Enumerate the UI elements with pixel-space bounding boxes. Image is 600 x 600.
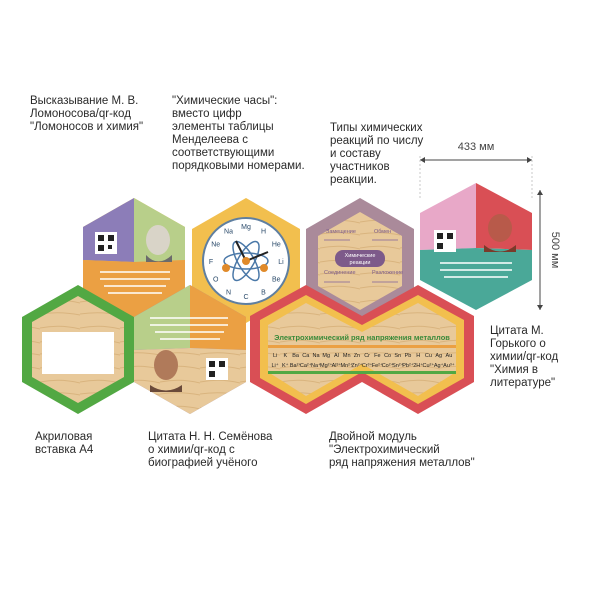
dimension-markers: 433 мм 500 мм bbox=[419, 141, 561, 310]
metal-symbol: Na⁺ bbox=[311, 362, 321, 369]
caption-gorky: Цитата М. Горького о химии/qr-код "Химия… bbox=[490, 325, 559, 389]
clock-element-label: B bbox=[261, 289, 266, 296]
caption-types: Типы химических реакций по числу и соста… bbox=[330, 122, 424, 186]
reaction-label-2: Обмен bbox=[374, 229, 391, 235]
metal-symbol: Ca bbox=[302, 353, 310, 359]
caption-lomonosov: Высказывание М. В. Ломоносова/qr-код "Ло… bbox=[30, 95, 144, 133]
clock-element-label: C bbox=[243, 294, 248, 301]
metal-symbol: Co bbox=[384, 353, 391, 359]
hex-gorky bbox=[420, 183, 532, 310]
reaction-label-3: Соединение bbox=[324, 270, 356, 276]
caption-clock: "Химические часы": вместо цифр элементы … bbox=[172, 95, 305, 172]
metal-symbol: Mn²⁺ bbox=[341, 362, 353, 369]
metal-symbol: Mg²⁺ bbox=[320, 362, 332, 369]
hex-semenov bbox=[134, 285, 246, 414]
metal-symbol: Cu bbox=[425, 353, 432, 359]
reaction-label-1: Замещение bbox=[326, 229, 356, 235]
metals-title: Электрохимический ряд напряжения металло… bbox=[274, 333, 450, 342]
clock-element-label: He bbox=[272, 242, 281, 249]
metal-symbol: Zn²⁺ bbox=[351, 362, 362, 369]
metal-symbol: K⁺ bbox=[282, 362, 289, 369]
clock-element-label: Li bbox=[278, 259, 284, 266]
clock-element-label: H bbox=[261, 229, 266, 236]
metal-symbol: Pb bbox=[405, 353, 412, 359]
metal-symbol: Mn bbox=[343, 353, 351, 359]
metal-symbol: Ag⁺ bbox=[434, 362, 444, 369]
hex-acrylic bbox=[22, 285, 134, 414]
metal-symbol: Mg bbox=[322, 353, 330, 359]
hex-reactions: Замещение Обмен Соединение Разложение Хи… bbox=[306, 198, 414, 323]
metal-symbol: Au³⁺ bbox=[443, 362, 455, 369]
metal-symbol: Ag bbox=[435, 353, 442, 359]
acrylic-insert bbox=[42, 332, 114, 374]
portrait-gorky bbox=[488, 214, 512, 242]
clock-element-label: Mg bbox=[241, 224, 251, 231]
caption-acrylic: Акриловая вставка А4 bbox=[35, 431, 94, 456]
metal-symbol: Al bbox=[334, 353, 339, 359]
metal-symbol: 2H⁺ bbox=[413, 362, 423, 369]
svg-text:реакции: реакции bbox=[350, 260, 371, 266]
metal-symbol: Ba bbox=[292, 353, 300, 359]
metal-symbol: Cr bbox=[364, 353, 370, 359]
clock-element-label: N bbox=[226, 289, 231, 296]
width-label: 433 мм bbox=[458, 141, 495, 153]
metal-symbol: Cr³⁺ bbox=[362, 362, 373, 369]
portrait-lomonosov bbox=[146, 225, 170, 255]
height-label: 500 мм bbox=[549, 232, 561, 269]
metal-symbol: Au bbox=[446, 353, 453, 359]
clock-element-label: Na bbox=[224, 229, 233, 236]
metal-symbol: Al³⁺ bbox=[332, 362, 342, 369]
metal-symbol: Ca²⁺ bbox=[300, 362, 312, 369]
metal-symbol: Na bbox=[312, 353, 320, 359]
metal-symbol: Li bbox=[273, 353, 277, 359]
metal-symbol: H bbox=[416, 353, 420, 359]
reaction-label-4: Разложение bbox=[372, 270, 403, 276]
metal-symbol: Co²⁺ bbox=[382, 362, 394, 369]
clock-element-label: Ne bbox=[211, 242, 220, 249]
metal-symbol: Fe²⁺ bbox=[372, 362, 383, 369]
portrait-semenov bbox=[154, 350, 178, 380]
clock-element-label: F bbox=[209, 259, 213, 266]
metal-symbol: Pb²⁺ bbox=[402, 362, 414, 369]
reaction-center-title: Химические bbox=[345, 253, 376, 259]
metal-symbol: Sn²⁺ bbox=[392, 362, 404, 369]
metal-symbol: Sn bbox=[394, 353, 401, 359]
clock-element-label: O bbox=[213, 277, 219, 284]
atom-orbit-icon bbox=[223, 252, 269, 270]
metal-symbol: Fe bbox=[374, 353, 380, 359]
double-module-metals: Электрохимический ряд напряжения металло… bbox=[250, 285, 474, 414]
metal-symbol: Li⁺ bbox=[272, 362, 279, 369]
caption-double: Двойной модуль "Электрохимический ряд на… bbox=[329, 431, 475, 469]
metal-symbol: Cu²⁺ bbox=[423, 362, 435, 369]
clock-element-label: Be bbox=[272, 277, 281, 284]
metal-symbol: Zn bbox=[354, 353, 360, 359]
metal-symbol: K bbox=[283, 353, 287, 359]
caption-semenov: Цитата Н. Н. Семёнова о химии/qr-код с б… bbox=[148, 431, 273, 469]
metal-symbol: Ba²⁺ bbox=[290, 362, 302, 369]
